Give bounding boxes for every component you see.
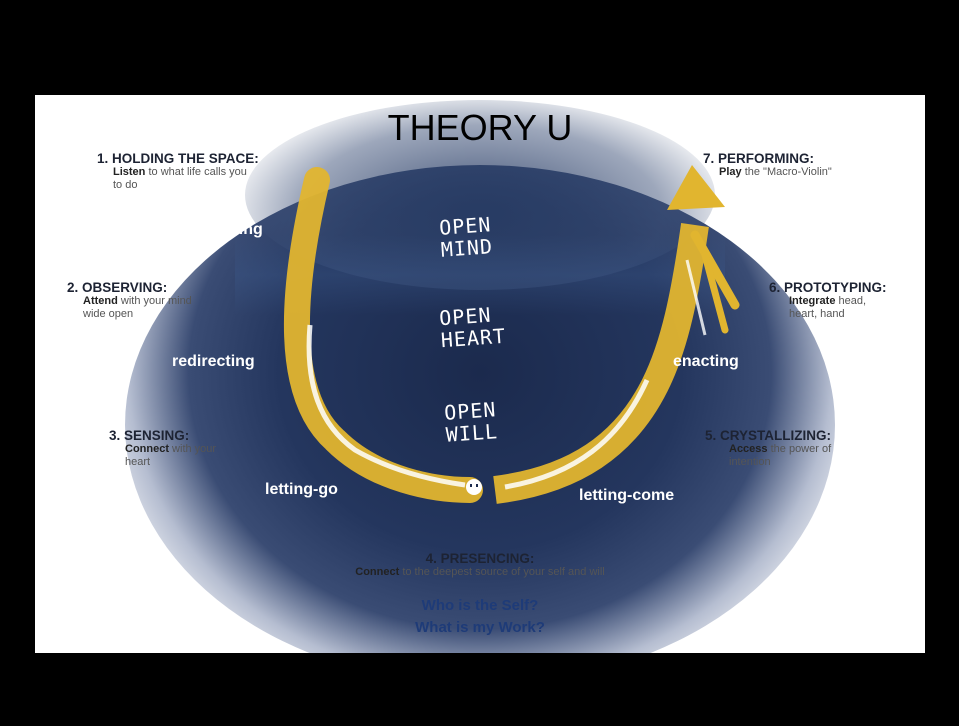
verb-enacting: enacting (673, 353, 739, 370)
u-arrow-left-stroke (283, 167, 483, 503)
stage-description: Play the "Macro-Violin" (719, 166, 832, 178)
blue-band (235, 235, 725, 315)
u-arrow-right-stroke (493, 223, 709, 504)
question-self: Who is the Self? (421, 597, 539, 614)
page-title: THEORY U (387, 107, 573, 148)
u-arrow (283, 165, 740, 504)
stage-performing: 7. PERFORMING: Play the "Macro-Violin" (703, 151, 913, 179)
verb-embodying: embodying (735, 221, 821, 238)
stage-description: Connect with your heart (125, 443, 217, 468)
stage-description: Connect to the deepest source of your se… (355, 566, 605, 578)
verb-suspending: suspending (173, 221, 263, 238)
stage-holding-the-space: 1. HOLDING THE SPACE: Listen to what lif… (97, 151, 297, 192)
verb-letting-come: letting-come (579, 487, 675, 504)
smiley-face-icon (466, 479, 482, 495)
stage-description: Listen to what life calls you to do (113, 166, 247, 191)
theory-u-slide: THEORY U 1. HOLDING THE SPACE: Listen to… (35, 95, 925, 653)
stage-heading: 4. PRESENCING: (425, 551, 535, 566)
verb-redirecting: redirecting (172, 353, 255, 370)
stage-prototyping: 6. PROTOTYPING: Integrate head, heart, h… (769, 280, 925, 321)
stage-observing: 2. OBSERVING: Attend with your mind wide… (67, 280, 247, 321)
stage-heading: 6. PROTOTYPING: (769, 280, 887, 295)
question-work: What is my Work? (415, 619, 545, 636)
verb-letting-go: letting-go (265, 481, 338, 498)
stage-heading: 2. OBSERVING: (67, 280, 168, 295)
stage-description: Attend with your mind wide open (83, 295, 192, 320)
stage-heading: 3. SENSING: (109, 428, 190, 443)
stage-heading: 7. PERFORMING: (703, 151, 815, 166)
u-arrow-head (667, 165, 725, 210)
stage-presencing: 4. PRESENCING: Connect to the deepest so… (305, 551, 655, 579)
stage-sensing: 3. SENSING: Connect with your heart (109, 428, 259, 469)
stage-description: Access the power of intention (729, 443, 832, 468)
stage-heading: 5. CRYSTALLIZING: (705, 428, 831, 443)
stage-heading: 1. HOLDING THE SPACE: (97, 151, 259, 166)
stage-description: Integrate head, heart, hand (789, 295, 867, 320)
stage-crystallizing: 5. CRYSTALLIZING: Access the power of in… (705, 428, 885, 469)
